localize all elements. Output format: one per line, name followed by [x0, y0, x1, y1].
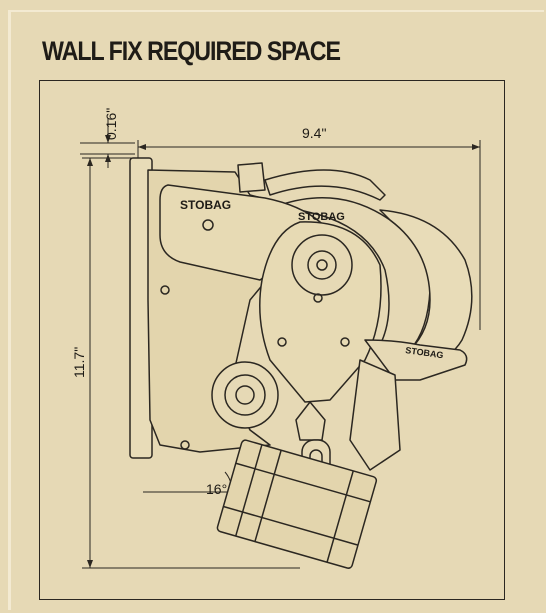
dim-width: 9.4" [302, 125, 326, 141]
awning-bracket [129, 157, 473, 569]
arrow-width-right [472, 144, 480, 150]
page-border [8, 10, 544, 610]
arrow-height-bottom [87, 560, 93, 568]
motor-seam-4 [235, 462, 371, 503]
motor-unit [216, 439, 378, 569]
motor-seam-5 [223, 505, 359, 546]
page-title: WALL FIX REQUIRED SPACE [42, 36, 341, 66]
cassette-housing [279, 196, 431, 351]
dimension-arrows [87, 135, 480, 568]
bolt-1 [202, 219, 214, 231]
dim-angle: 16° [206, 481, 227, 497]
dim-top-offset: 0.16" [103, 108, 119, 140]
side-bracket [349, 359, 401, 471]
motor-seam-2 [254, 450, 282, 542]
top-rail [264, 169, 386, 201]
diagram-frame [39, 80, 505, 600]
dim-height: 11.7" [71, 347, 87, 378]
dimension-lines [80, 118, 481, 569]
top-block [237, 162, 266, 193]
bolt-3 [340, 337, 350, 347]
hub-mid [224, 374, 266, 416]
swivel-joint [295, 401, 326, 441]
pulley-inner [307, 250, 337, 280]
arrow-offset-upper [105, 135, 111, 143]
arrow-width-left [138, 144, 146, 150]
bolt-6 [180, 440, 190, 450]
roller-tube [364, 339, 468, 381]
arrow-height-top [87, 158, 93, 166]
motor-body [216, 439, 378, 569]
motor-seam-3 [326, 470, 354, 563]
brand-label-cover: STOBAG [298, 211, 345, 223]
bolt-2 [277, 337, 287, 347]
bolt-4 [313, 293, 323, 303]
brand-label-arm: STOBAG [180, 198, 231, 212]
pulley-center [316, 259, 328, 271]
arrow-offset-lower [105, 154, 111, 162]
motor-seam-1 [234, 444, 263, 537]
bolt-5 [160, 285, 170, 295]
hub-inner [235, 385, 255, 405]
